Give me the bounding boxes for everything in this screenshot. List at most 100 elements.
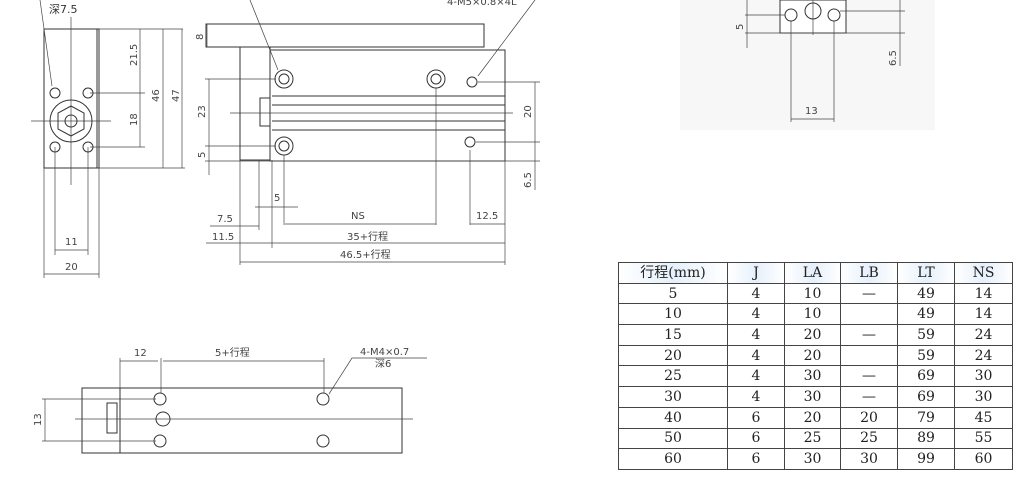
cell-la: 25 xyxy=(784,427,841,450)
cell-stroke: 50 xyxy=(618,427,728,450)
header-la: LA xyxy=(784,262,841,284)
dim-5-end: 5 xyxy=(735,24,746,30)
cell-j: 4 xyxy=(727,365,785,388)
dim-18: 18 xyxy=(129,113,140,126)
dim-13-end: 13 xyxy=(805,106,818,117)
cell-la: 20 xyxy=(784,406,841,429)
cell-la: 10 xyxy=(784,303,841,326)
cell-stroke: 30 xyxy=(618,386,728,408)
dim-20: 20 xyxy=(523,105,534,118)
cell-la: 20 xyxy=(784,324,841,346)
cell-j: 6 xyxy=(727,427,785,450)
header-j: J xyxy=(727,262,785,284)
callout-depth-6: 深6 xyxy=(375,358,391,370)
cell-lb: — xyxy=(840,282,898,305)
dim-47: 47 xyxy=(171,89,182,102)
dim-11: 11 xyxy=(65,237,78,248)
cell-j: 4 xyxy=(727,324,785,346)
dim-7-5: 7.5 xyxy=(217,214,233,225)
dim-13-bottom: 13 xyxy=(33,413,44,426)
cell-j: 6 xyxy=(727,406,785,429)
cell-lb: — xyxy=(840,386,898,408)
cell-lb: — xyxy=(840,324,898,346)
dim-46-5-stroke: 46.5+行程 xyxy=(340,248,391,261)
cell-lb: 25 xyxy=(840,427,898,450)
cell-la: 20 xyxy=(784,344,841,367)
dim-12-5: 12.5 xyxy=(476,211,498,222)
callout-thread: 4-M5×0.8×4L xyxy=(447,0,517,8)
front-view: 深7.5 21.5 18 46 47 11 20 xyxy=(31,0,185,278)
cell-stroke: 60 xyxy=(618,448,728,470)
cell-j: 4 xyxy=(727,386,785,408)
cell-ns: 55 xyxy=(954,427,1013,450)
cell-la: 10 xyxy=(784,282,841,305)
cell-ns: 14 xyxy=(954,303,1013,326)
cell-lt: 59 xyxy=(897,324,955,346)
cell-stroke: 40 xyxy=(618,406,728,429)
cell-ns: 30 xyxy=(954,365,1013,388)
cell-lt: 79 xyxy=(897,406,955,429)
cell-stroke: 25 xyxy=(618,365,728,388)
dim-8: 8 xyxy=(195,34,206,40)
bottom-view: 13 12 5+行程 4-M4×0.7 深6 xyxy=(33,346,427,454)
dim-21-5: 21.5 xyxy=(129,44,140,66)
callout-m4: 4-M4×0.7 xyxy=(360,347,409,358)
cell-la: 30 xyxy=(784,365,841,388)
dim-12: 12 xyxy=(134,348,147,359)
cell-lb xyxy=(840,303,898,326)
dim-23: 23 xyxy=(197,105,208,118)
cell-j: 6 xyxy=(727,448,785,470)
header-ns: NS xyxy=(954,262,1013,284)
cell-j: 4 xyxy=(727,303,785,326)
cell-lb: — xyxy=(840,365,898,388)
header-lt: LT xyxy=(897,262,955,284)
cell-j: 4 xyxy=(727,282,785,305)
dim-6-5-end: 6.5 xyxy=(888,50,899,66)
dim-11-5: 11.5 xyxy=(212,232,234,243)
cell-lt: 89 xyxy=(897,427,955,450)
cell-ns: 60 xyxy=(954,448,1013,470)
side-view: 4-M5×0.8×4L 8 23 5 20 6.5 5 7.5 NS 12.5 … xyxy=(195,0,540,265)
dim-5: 5 xyxy=(274,193,280,204)
cell-lb xyxy=(840,344,898,367)
cell-ns: 14 xyxy=(954,282,1013,305)
cell-ns: 24 xyxy=(954,324,1013,346)
cell-lb: 20 xyxy=(840,406,898,429)
cell-stroke: 20 xyxy=(618,344,728,367)
cell-la: 30 xyxy=(784,386,841,408)
dim-ns: NS xyxy=(351,211,365,222)
cell-lt: 99 xyxy=(897,448,955,470)
dim-5-stroke: 5+行程 xyxy=(215,346,250,359)
cell-lb: 30 xyxy=(840,448,898,470)
cell-ns: 45 xyxy=(954,406,1013,429)
dim-35-stroke: 35+行程 xyxy=(347,230,388,243)
header-lb: LB xyxy=(840,262,898,284)
dim-46: 46 xyxy=(151,89,162,102)
cell-stroke: 10 xyxy=(618,303,728,326)
table-header-row: 行程(mm) J LA LB LT NS xyxy=(618,262,1013,284)
dim-6-5: 6.5 xyxy=(523,172,534,188)
cell-ns: 30 xyxy=(954,386,1013,408)
cell-lt: 69 xyxy=(897,386,955,408)
cell-j: 4 xyxy=(727,344,785,367)
cell-stroke: 15 xyxy=(618,324,728,346)
callout-depth: 深7.5 xyxy=(49,3,78,16)
dim-5-vertical: 5 xyxy=(197,152,208,158)
cell-la: 30 xyxy=(784,448,841,470)
cell-lt: 49 xyxy=(897,303,955,326)
cell-stroke: 5 xyxy=(618,282,728,305)
cell-lt: 59 xyxy=(897,344,955,367)
cell-lt: 69 xyxy=(897,365,955,388)
cell-lt: 49 xyxy=(897,282,955,305)
